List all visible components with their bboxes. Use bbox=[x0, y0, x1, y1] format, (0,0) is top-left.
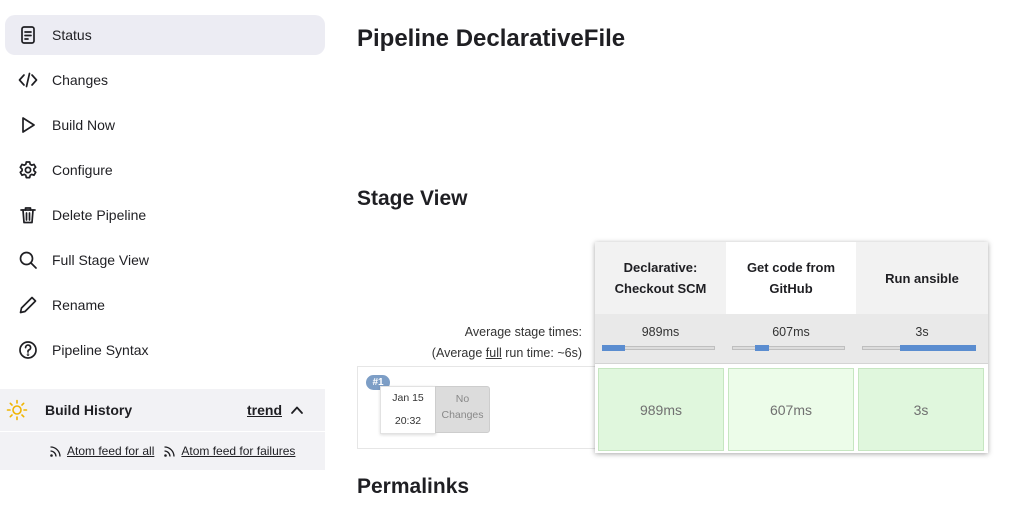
build-history-header: Build History trend bbox=[0, 389, 325, 431]
build-history-title: Build History bbox=[45, 402, 133, 418]
atom-feed-all-link[interactable]: Atom feed for all bbox=[49, 444, 154, 458]
rss-icon bbox=[50, 445, 61, 457]
trend-link[interactable]: trend bbox=[247, 402, 282, 418]
build-date-box: Jan 15 20:32 bbox=[380, 386, 436, 434]
build-time: 20:32 bbox=[394, 415, 422, 427]
sidebar-item-full-stage-view[interactable]: Full Stage View bbox=[5, 240, 325, 280]
atom-feed-all-label: Atom feed for all bbox=[67, 444, 155, 458]
build-changes-box[interactable]: No Changes bbox=[435, 386, 490, 433]
stage-header: Run ansible bbox=[856, 242, 988, 314]
sidebar-item-build-now[interactable]: Build Now bbox=[5, 105, 325, 145]
sidebar-item-label: Configure bbox=[52, 162, 113, 178]
code-icon bbox=[17, 69, 39, 91]
permalinks-title: Permalinks bbox=[357, 475, 470, 498]
chevron-up-icon[interactable] bbox=[290, 403, 304, 417]
stage-average-fill bbox=[900, 345, 976, 351]
stage-name-line: GitHub bbox=[769, 281, 813, 296]
stage-average-cell: 607ms bbox=[726, 314, 856, 364]
stage-average-time: 607ms bbox=[772, 325, 810, 339]
changes-line-1: No bbox=[455, 393, 470, 405]
build-history-feeds: Atom feed for all Atom feed for failures bbox=[0, 432, 325, 470]
stage-header: Declarative: Checkout SCM bbox=[595, 242, 726, 314]
stage-average-cell: 989ms bbox=[595, 314, 726, 364]
help-icon bbox=[17, 339, 39, 361]
sidebar-item-delete-pipeline[interactable]: Delete Pipeline bbox=[5, 195, 325, 235]
stage-average-time: 3s bbox=[915, 325, 929, 339]
sidebar-item-label: Full Stage View bbox=[52, 252, 150, 268]
sidebar-item-label: Status bbox=[52, 27, 92, 43]
stage-average-bar bbox=[732, 346, 845, 350]
stage-average-fill bbox=[602, 345, 625, 351]
play-icon bbox=[17, 114, 39, 136]
stage-run-cell[interactable]: 607ms bbox=[728, 368, 854, 451]
status-doc-icon bbox=[17, 24, 39, 46]
average-run-suffix: run time: ~6s) bbox=[501, 346, 582, 360]
changes-line-2: Changes bbox=[441, 409, 484, 421]
sidebar-item-label: Pipeline Syntax bbox=[52, 342, 149, 358]
gear-icon bbox=[17, 159, 39, 181]
sidebar-item-changes[interactable]: Changes bbox=[5, 60, 325, 100]
stage-name-line: Declarative: bbox=[623, 260, 698, 275]
stage-average-fill bbox=[755, 345, 769, 351]
sidebar-item-status[interactable]: Status bbox=[5, 15, 325, 55]
sidebar-item-configure[interactable]: Configure bbox=[5, 150, 325, 190]
stage-run-cell[interactable]: 989ms bbox=[598, 368, 724, 451]
sidebar-item-label: Build Now bbox=[52, 117, 116, 133]
stage-view-title: Stage View bbox=[357, 187, 468, 210]
trash-icon bbox=[17, 204, 39, 226]
average-run-prefix: (Average bbox=[431, 346, 486, 360]
page-title: Pipeline DeclarativeFile bbox=[357, 25, 626, 52]
stage-name-line: Checkout SCM bbox=[614, 281, 707, 296]
sidebar: Status Changes Build Now Configure Delet… bbox=[0, 0, 330, 514]
sun-weather-icon bbox=[6, 399, 28, 421]
sidebar-item-pipeline-syntax[interactable]: Pipeline Syntax bbox=[5, 330, 325, 370]
sidebar-item-rename[interactable]: Rename bbox=[5, 285, 325, 325]
sidebar-item-label: Delete Pipeline bbox=[52, 207, 147, 223]
full-run-time-link[interactable]: full bbox=[485, 346, 502, 360]
stage-name-line: Run ansible bbox=[885, 270, 959, 286]
atom-feed-failures-label: Atom feed for failures bbox=[181, 444, 296, 458]
pencil-icon bbox=[17, 294, 39, 316]
rss-icon bbox=[164, 445, 176, 457]
average-stage-times-label: Average stage times: bbox=[464, 325, 582, 339]
average-run-time-label: (Average full run time: ~6s) bbox=[352, 346, 582, 360]
atom-feed-failures-link[interactable]: Atom feed for failures bbox=[163, 444, 295, 458]
sidebar-item-label: Changes bbox=[52, 72, 109, 88]
stage-average-cell: 3s bbox=[856, 314, 988, 364]
stage-name-line: Get code from bbox=[746, 260, 836, 275]
stage-run-cell[interactable]: 3s bbox=[858, 368, 984, 451]
stage-average-time: 989ms bbox=[641, 325, 680, 339]
search-icon bbox=[17, 249, 39, 271]
sidebar-item-label: Rename bbox=[52, 297, 105, 313]
build-date: Jan 15 bbox=[392, 392, 424, 404]
